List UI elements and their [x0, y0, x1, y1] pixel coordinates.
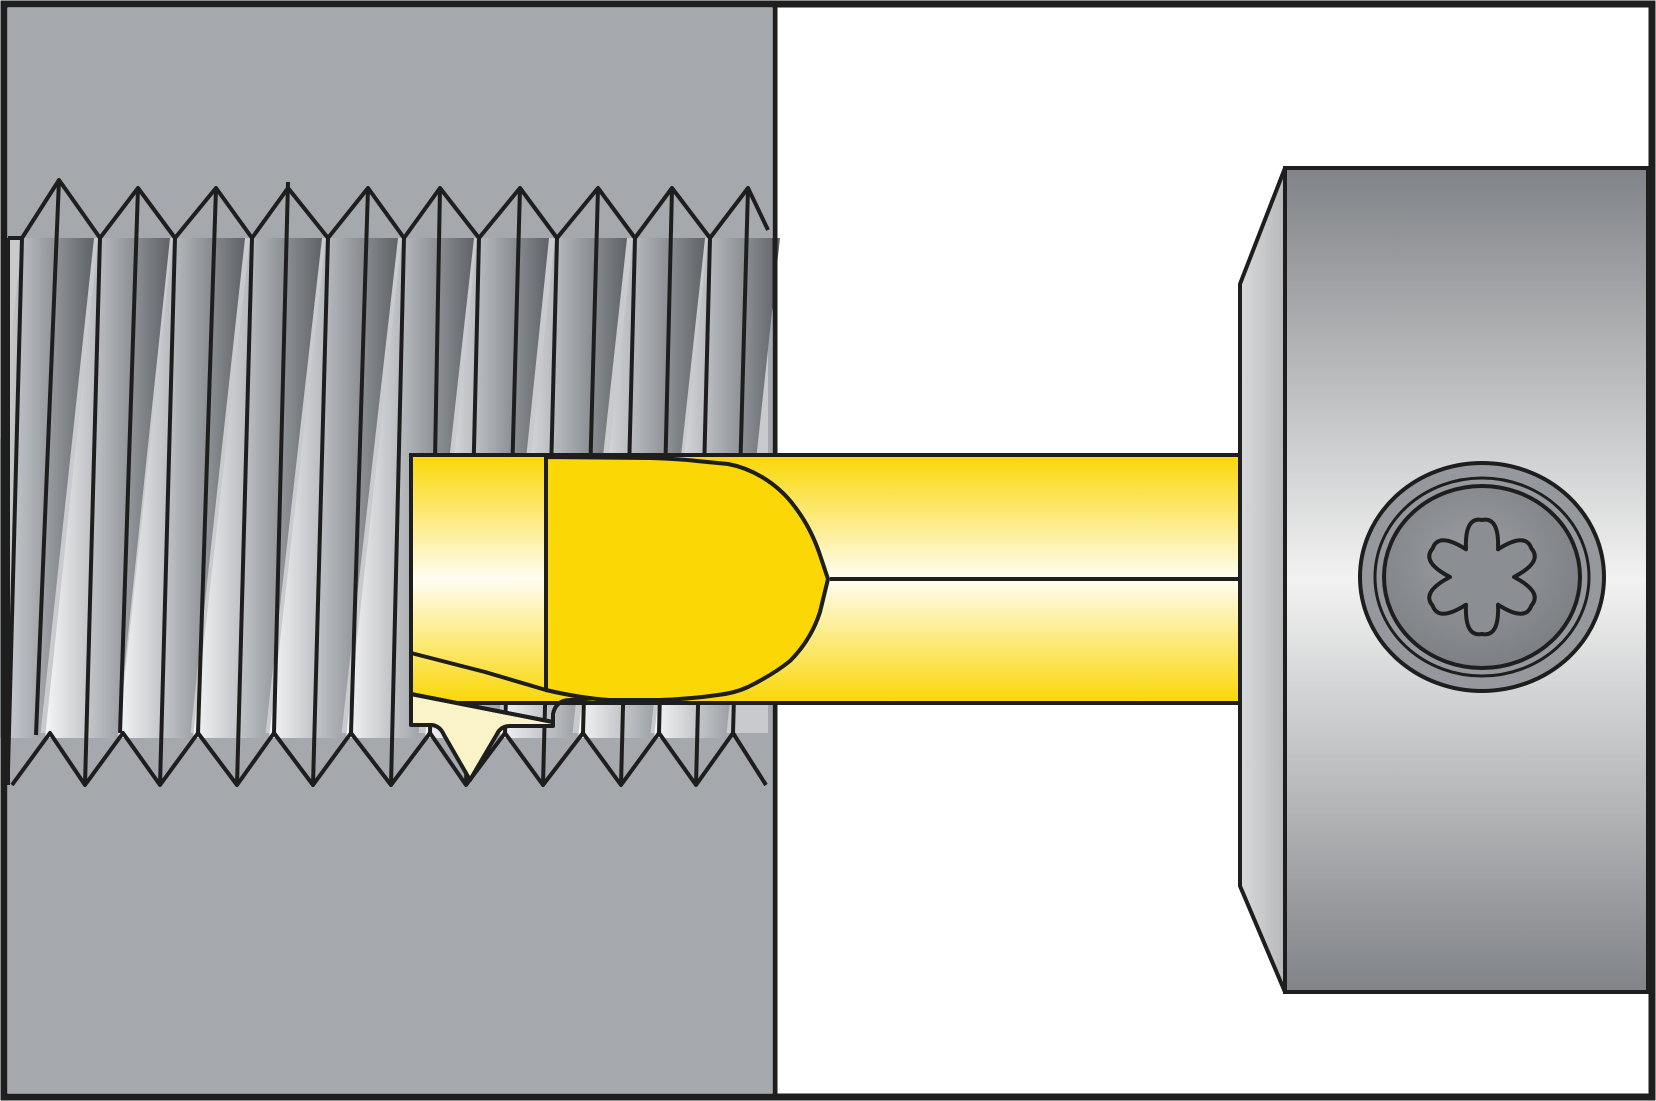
holder-chamfer: [1238, 166, 1287, 994]
insert-body: [544, 455, 830, 702]
torx-screw-icon: [1358, 461, 1606, 693]
torx-socket: [1427, 517, 1537, 637]
